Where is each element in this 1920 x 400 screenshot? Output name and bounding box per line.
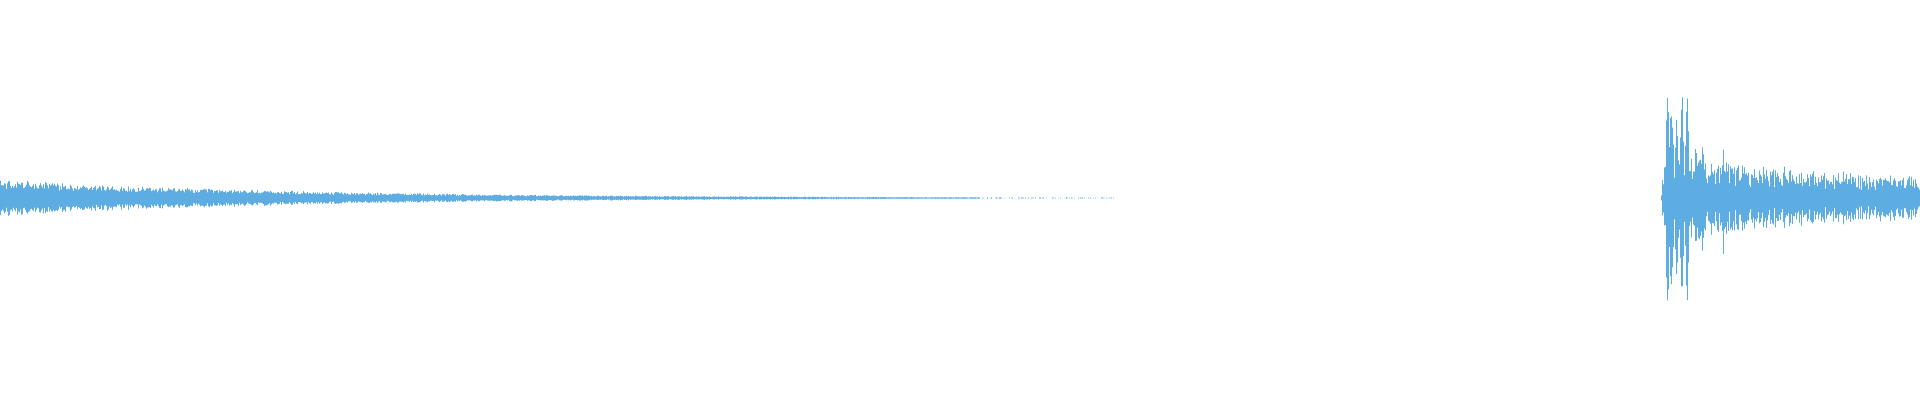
waveform-trace — [0, 97, 1920, 301]
